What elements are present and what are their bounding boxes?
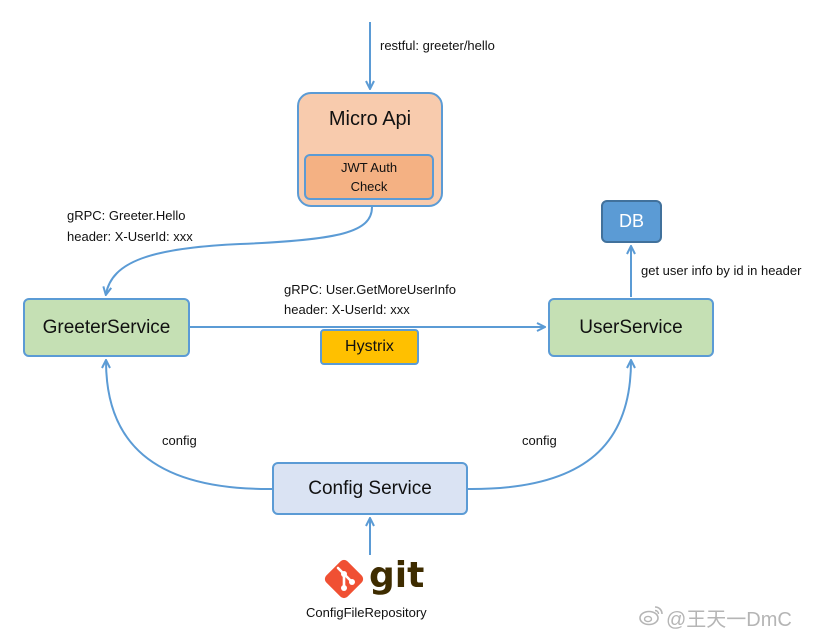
- edge-label-grpc-greeter-1: gRPC: Greeter.Hello: [67, 208, 186, 223]
- git-wordmark: git: [369, 555, 425, 596]
- git-logo-icon: [324, 559, 364, 599]
- greeter-service-node: GreeterService: [23, 298, 190, 357]
- edge-label-restful: restful: greeter/hello: [380, 38, 495, 53]
- jwt-auth-check-node: JWT Auth Check: [304, 154, 434, 200]
- arrow-config-to-user: [467, 361, 631, 491]
- edge-label-grpc-greeter-2: header: X-UserId: xxx: [67, 229, 193, 244]
- watermark-text: @王天一DmC: [666, 609, 792, 631]
- arrow-config-to-greeter: [106, 361, 273, 491]
- db-node: DB: [601, 200, 662, 243]
- arrow-micro-to-greeter: [106, 206, 373, 294]
- config-file-repository-label: ConfigFileRepository: [306, 605, 427, 620]
- jwt-label-line2: Check: [350, 179, 388, 194]
- edge-label-grpc-user-2: header: X-UserId: xxx: [284, 302, 410, 317]
- hystrix-node: Hystrix: [320, 329, 419, 365]
- edge-label-get-user: get user info by id in header: [641, 263, 802, 278]
- user-service-node: UserService: [548, 298, 714, 357]
- jwt-label-line1: JWT Auth: [340, 160, 398, 175]
- edge-label-config-right: config: [522, 433, 557, 448]
- config-service-node: Config Service: [272, 462, 468, 515]
- micro-api-title: Micro Api: [328, 108, 412, 130]
- edge-label-grpc-user-1: gRPC: User.GetMoreUserInfo: [284, 282, 456, 297]
- weibo-icon: [639, 606, 663, 626]
- edge-label-config-left: config: [162, 433, 197, 448]
